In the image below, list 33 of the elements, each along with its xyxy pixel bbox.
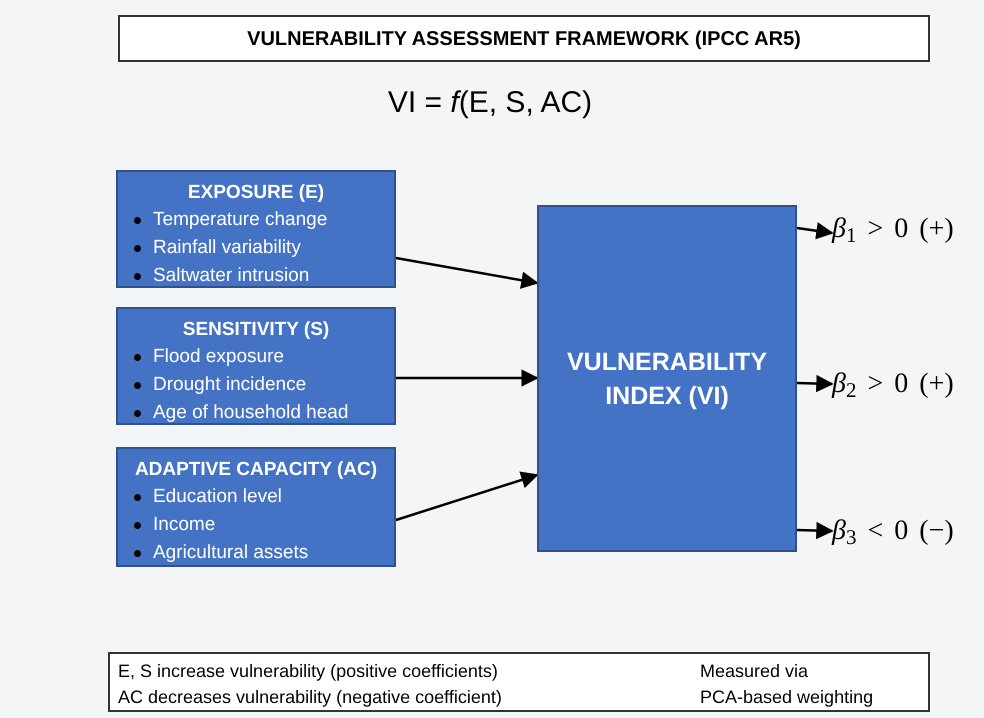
arrow xyxy=(796,522,834,540)
index-box xyxy=(537,205,797,552)
list-item: Education level xyxy=(153,485,282,509)
note-text: PCA-based weighting xyxy=(700,686,874,709)
arrow xyxy=(796,222,834,240)
box-heading: ADAPTIVE CAPACITY (AC) xyxy=(134,458,378,482)
list-item: Flood exposure xyxy=(153,345,284,369)
list-item: Drought incidence xyxy=(153,373,306,397)
arrow xyxy=(396,369,539,387)
list-item: Income xyxy=(153,513,216,537)
list-item: Saltwater intrusion xyxy=(153,264,310,288)
note-box xyxy=(108,652,930,712)
box-heading: EXPOSURE (E) xyxy=(186,181,326,205)
title-box: VULNERABILITY ASSESSMENT FRAMEWORK (IPCC AR5) xyxy=(118,15,930,62)
coefficient-text: β$_{2}$ > 0 (+) xyxy=(832,365,980,403)
formula-text: VI = f(E, S, AC) xyxy=(386,85,594,121)
list-item: Agricultural assets xyxy=(153,541,308,565)
list-item: Temperature change xyxy=(153,208,328,232)
factor-box xyxy=(116,447,396,567)
note-text: Measured via xyxy=(700,660,810,683)
arrow xyxy=(796,374,834,392)
list-item: Rainfall variability xyxy=(153,236,301,260)
factor-box xyxy=(116,170,396,288)
list-item: Age of household head xyxy=(153,401,348,425)
factor-box xyxy=(116,307,396,425)
note-text: E, S increase vulnerability (positive coefficients) xyxy=(118,660,499,683)
note-text: AC decreases vulnerability (negative coefficient) xyxy=(118,686,503,709)
coefficient-text: β$_{3}$ < 0 (−) xyxy=(832,512,980,550)
arrow xyxy=(396,256,539,289)
index-label: VULNERABILITY INDEX (VI) xyxy=(566,346,768,412)
coefficient-text: β$_{1}$ > 0 (+) xyxy=(832,210,980,248)
box-heading: SENSITIVITY (S) xyxy=(182,318,330,342)
arrow xyxy=(396,471,539,522)
